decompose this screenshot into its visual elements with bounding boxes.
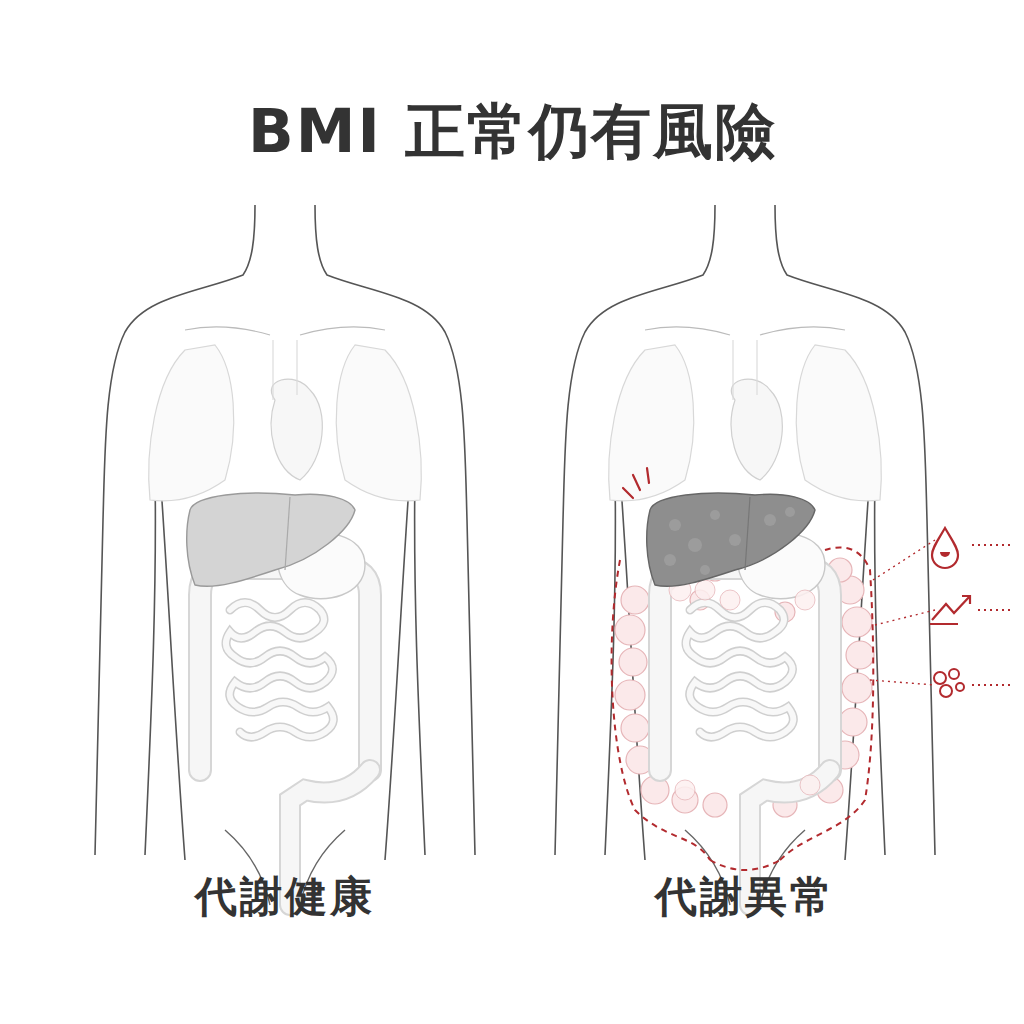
body-label: 代謝健康 xyxy=(195,869,375,925)
diagram-title: BMI 正常仍有風險 xyxy=(248,92,777,173)
body-label: 代謝異常 xyxy=(655,869,835,925)
